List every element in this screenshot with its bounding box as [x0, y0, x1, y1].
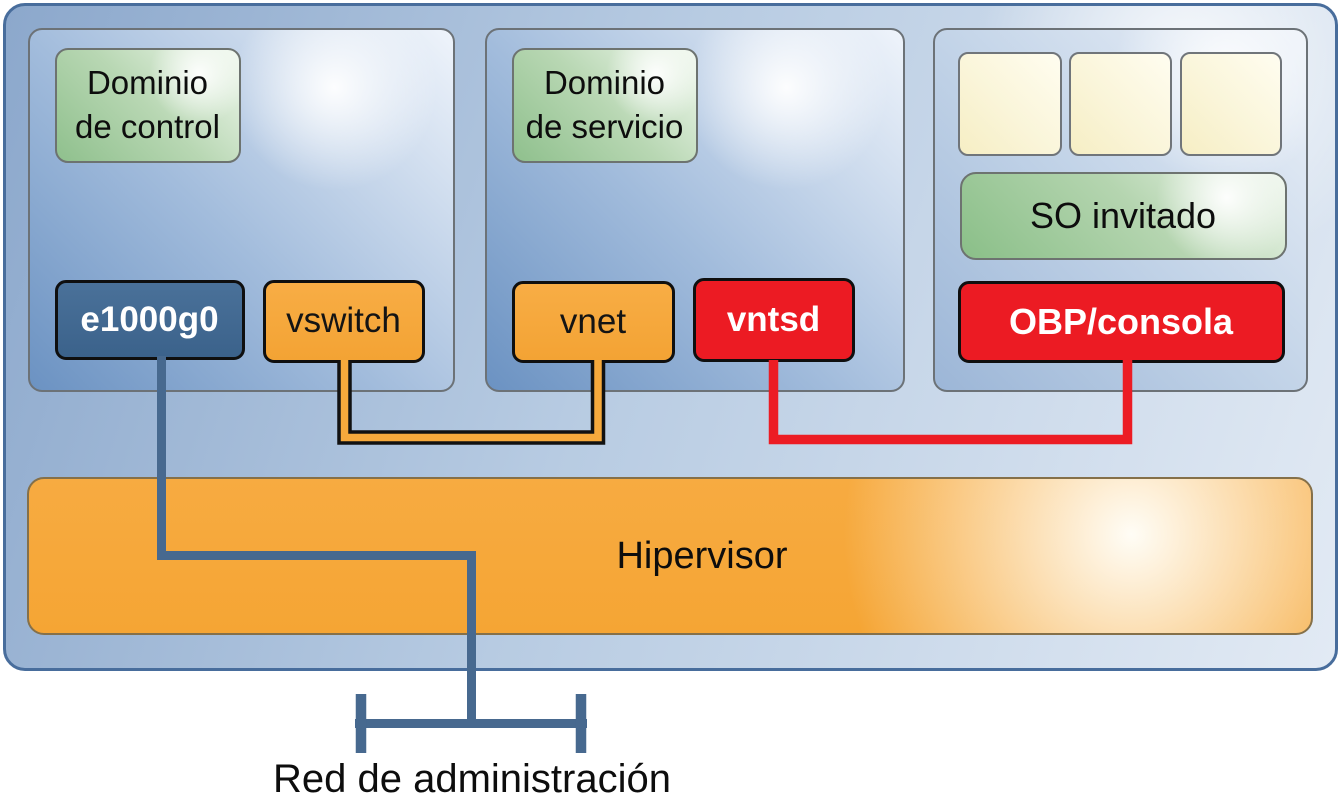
vntsd-box: vntsd [692, 277, 855, 362]
guest-domain-box: SO invitado OBP/consola [933, 28, 1308, 392]
service-domain-label: Dominio de servicio [511, 47, 698, 163]
guest-app-placeholder [957, 51, 1062, 156]
hypervisor-label: Hipervisor [616, 534, 788, 577]
service-domain-label-line2: de servicio [525, 108, 684, 145]
service-domain-box: Dominio de servicio vnet vntsd [485, 28, 905, 392]
control-domain-label-line1: Dominio [86, 64, 209, 101]
guest-app-placeholder [1179, 51, 1282, 156]
vswitch-box: vswitch [262, 279, 425, 363]
service-domain-label-line1: Dominio [543, 64, 666, 101]
guest-os-label: SO invitado [959, 171, 1287, 260]
guest-app-placeholder [1068, 51, 1172, 156]
management-network-label: Red de administración [273, 757, 671, 801]
hypervisor-bar: Hipervisor [27, 477, 1313, 635]
control-domain-label: Dominio de control [54, 47, 241, 163]
vnet-box: vnet [511, 280, 675, 363]
control-domain-box: Dominio de control e1000g0 vswitch [28, 28, 455, 392]
e1000g0-box: e1000g0 [54, 279, 245, 360]
control-domain-label-line2: de control [75, 108, 220, 145]
system-frame: Dominio de control e1000g0 vswitch Domin… [3, 3, 1338, 671]
network-bus-icon [355, 694, 587, 753]
obp-console-box: OBP/consola [957, 280, 1285, 363]
